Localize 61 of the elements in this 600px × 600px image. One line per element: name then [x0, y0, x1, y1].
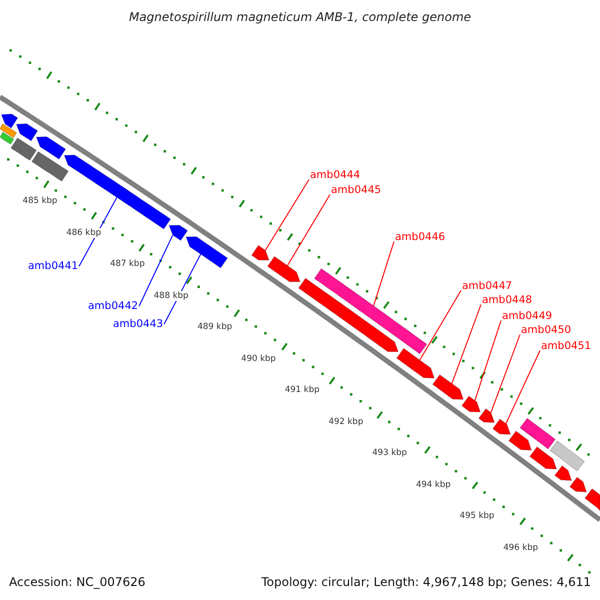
gene-feature	[36, 136, 66, 160]
leader-line	[451, 304, 482, 384]
gene-label: amb0449	[502, 311, 552, 322]
gene-label: amb0445	[331, 185, 382, 196]
gene-bar	[314, 268, 428, 354]
gene-feature	[267, 256, 301, 282]
gene-feature	[16, 123, 38, 142]
leader-line	[419, 290, 462, 361]
gene-label: amb0451	[541, 341, 592, 352]
gene-feature	[168, 224, 188, 241]
scale-label: 487 kbp	[109, 259, 146, 270]
scale-label: 491 kbp	[284, 385, 320, 396]
gene-feature	[478, 408, 495, 423]
scale-label: 486 kbp	[65, 228, 102, 238]
gene-label: amb0446	[395, 232, 446, 242]
scale-label: 493 kbp	[371, 448, 408, 458]
leader-line	[490, 334, 520, 413]
scale-label: 489 kbp	[196, 322, 234, 332]
gene-bar	[550, 440, 585, 472]
gene-feature	[64, 154, 171, 230]
gene-label: amb0442	[88, 301, 138, 312]
gene-feature	[508, 430, 532, 451]
gene-label: amb0444	[310, 170, 360, 180]
scale-label: 488 kbp	[152, 290, 190, 301]
leader-line	[373, 241, 394, 306]
gene-feature	[569, 476, 587, 492]
gene-feature	[584, 488, 600, 512]
gene-feature	[0, 114, 18, 128]
gene-bar	[0, 132, 14, 145]
scale-label: 492 kbp	[328, 416, 364, 427]
leader-line	[505, 350, 540, 424]
gene-bar	[0, 123, 18, 138]
gene-feature	[298, 278, 399, 352]
scale-label: 496 kbp	[502, 542, 539, 553]
leader-line	[286, 194, 330, 266]
gene-feature	[461, 396, 481, 412]
gene-feature	[396, 348, 435, 378]
leader-line	[138, 234, 174, 307]
gene-feature	[492, 418, 511, 435]
gene-bar	[10, 138, 37, 161]
gene-label: amb0450	[521, 325, 572, 336]
scale-label: 485 kbp	[22, 196, 58, 206]
scale-label: 494 kbp	[414, 480, 452, 490]
gene-label: amb0448	[482, 295, 532, 306]
gene-feature	[554, 465, 572, 481]
gene-feature	[529, 446, 557, 470]
gene-label: amb0443	[113, 319, 164, 330]
accession-text: Accession: NC_007626	[9, 576, 146, 588]
gene-bar	[31, 151, 69, 182]
leader-line	[474, 320, 502, 402]
gene-feature	[432, 374, 464, 400]
scale-label: 495 kbp	[458, 511, 496, 522]
leader-line	[264, 179, 310, 251]
gene-feature	[251, 244, 270, 260]
gene-feature	[186, 236, 228, 268]
scale-label: 490 kbp	[240, 354, 277, 364]
genome-info-text: Topology: circular; Length: 4,967,148 bp; Genes: 4,611	[261, 576, 591, 588]
title: Magnetospirillum magneticum AMB-1, complete genome	[128, 11, 472, 23]
gene-label: amb0447	[462, 281, 512, 292]
gene-bar	[520, 418, 556, 450]
gene-label: amb0441	[28, 261, 78, 272]
